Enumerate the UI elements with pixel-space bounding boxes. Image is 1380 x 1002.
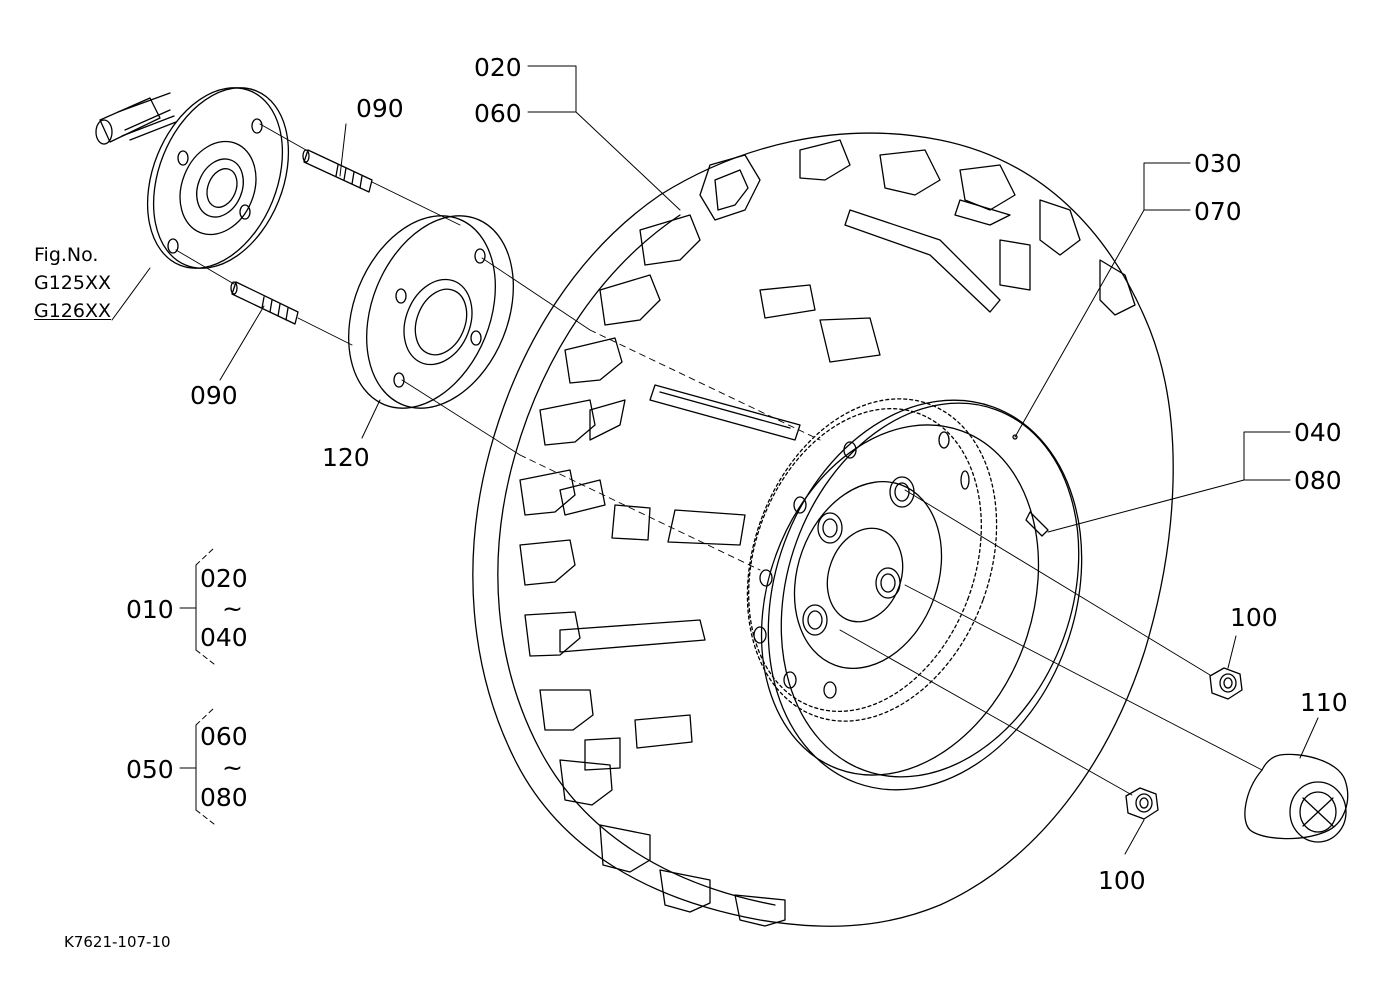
assembly-first: 060 [200,722,248,751]
assembly-brackets [179,547,215,825]
callout-100-upper: 100 [1230,603,1278,632]
callout-060: 060 [474,99,522,128]
callout-020: 020 [474,53,522,82]
wheel-rim [746,398,1083,791]
callout-090-bottom: 090 [190,381,238,410]
callout-030: 030 [1194,149,1242,178]
fig-ref-number-2: G126XX [34,300,112,322]
fig-ref-number-1: G125XX [34,272,112,294]
assembly-range-sep: ~ [222,594,243,623]
callout-090-top: 090 [356,94,404,123]
callout-110: 110 [1300,688,1348,717]
hub-flange [95,87,290,269]
stud-lower [230,281,299,325]
fig-ref-title: Fig.No. [34,244,99,266]
callout-070: 070 [1194,197,1242,226]
assembly-last: 080 [200,783,248,812]
hub-cap [1244,753,1349,843]
wheel-spacer [348,215,514,409]
drawing-number: K7621-107-10 [64,933,171,951]
assembly-id: 010 [126,595,174,624]
hidden-lines [519,329,821,571]
callout-040: 040 [1294,418,1342,447]
tire [472,132,1174,927]
leader-lines [111,65,1319,855]
assembly-first: 020 [200,564,248,593]
callout-080: 080 [1294,466,1342,495]
nut-upper [1209,667,1243,700]
stud-upper [302,149,373,193]
assembly-id: 050 [126,755,174,784]
callout-100-lower: 100 [1098,866,1146,895]
nut-lower [1125,787,1159,820]
callout-120: 120 [322,443,370,472]
assembly-range-sep: ~ [222,753,243,782]
assembly-last: 040 [200,623,248,652]
